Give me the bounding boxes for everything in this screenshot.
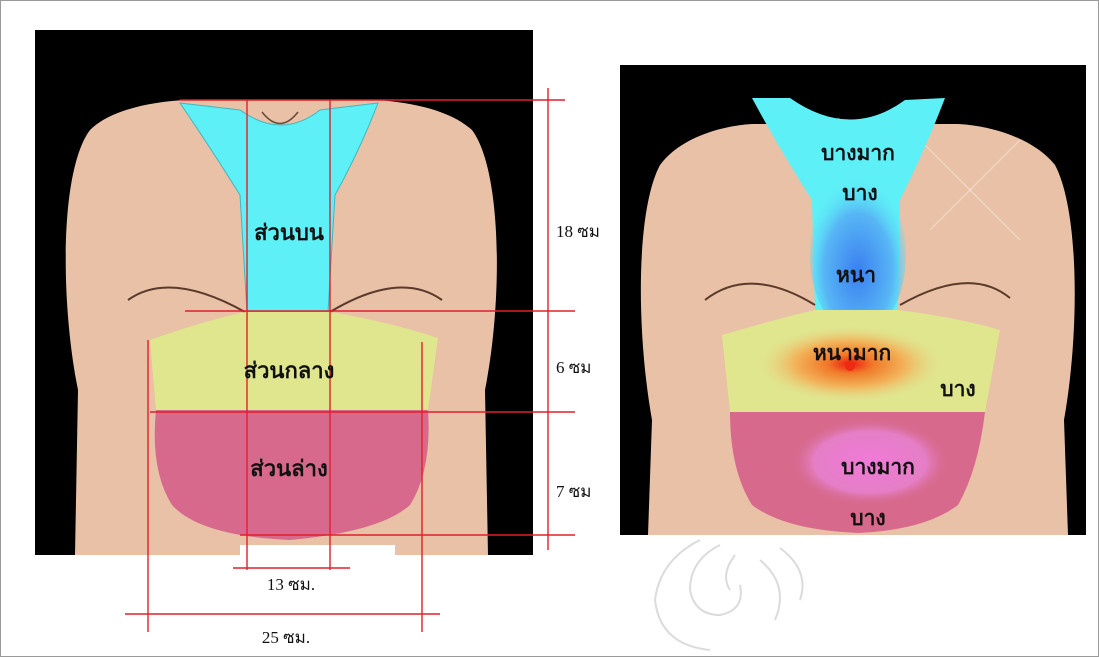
middle-height-dimension: 6 ซม [556,358,592,377]
middle-region-label: ส่วนกลาง [244,358,335,384]
middle-thin-label: บาง [940,376,975,401]
lower-very-thin-label: บางมาก [841,454,915,479]
upper-height-dimension: 18 ซม [556,222,600,241]
left-panel-bottom-gap [240,545,395,555]
upper-region-label: ส่วนบน [254,220,324,246]
lower-region-label: ส่วนล่าง [250,456,327,482]
inner-width-dimension: 13 ซม. [267,575,315,594]
lower-height-dimension: 7 ซม [556,482,592,501]
bottom-thin-label: บาง [850,505,885,530]
top-very-thin-label: บางมาก [821,140,895,165]
outer-width-dimension: 25 ซม. [262,628,310,647]
top-thin-label: บาง [842,180,877,205]
watermark-seal [655,540,803,650]
very-thick-label: หนามาก [813,340,891,365]
thick-label: หนา [836,262,876,287]
